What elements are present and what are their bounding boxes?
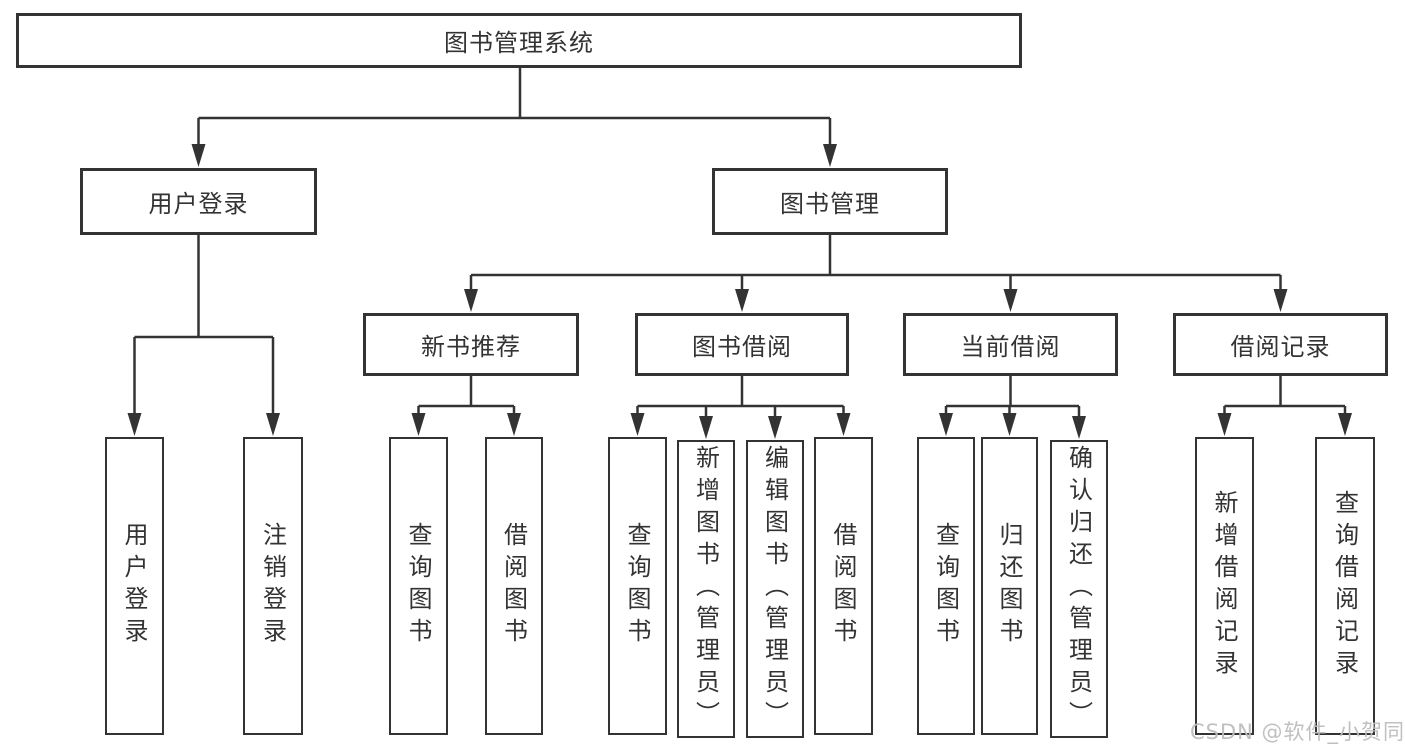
connector-user-login — [127, 235, 280, 436]
leaf-confirm-return-admin: 确认归还（管理员） — [1050, 440, 1108, 738]
node-borrowing-records: 借阅记录 — [1173, 313, 1388, 376]
leaf-return-books: 归还图书 — [981, 437, 1038, 735]
leaf-borrow-books-recommend: 借阅图书 — [485, 437, 543, 735]
node-user-login: 用户登录 — [80, 168, 317, 235]
watermark: CSDN @软件_小贺同学 — [1190, 720, 1405, 744]
connector-book-management — [464, 235, 1288, 312]
node-book-borrowing: 图书借阅 — [635, 313, 849, 376]
leaf-query-borrow-record: 查询借阅记录 — [1315, 437, 1375, 735]
leaf-query-books-current: 查询图书 — [917, 437, 975, 735]
leaf-borrow-books-borrowing: 借阅图书 — [814, 437, 873, 735]
leaf-query-books-borrowing: 查询图书 — [608, 437, 667, 735]
node-library-management-system: 图书管理系统 — [16, 13, 1022, 68]
leaf-edit-books-admin: 编辑图书（管理员） — [746, 440, 804, 738]
connector-current-borrowing — [939, 376, 1086, 439]
node-current-borrowing: 当前借阅 — [903, 313, 1118, 376]
node-new-book-recommendation: 新书推荐 — [363, 313, 579, 376]
leaf-user-login: 用户登录 — [105, 437, 164, 735]
connector-borrowing-records — [1217, 376, 1352, 436]
leaf-logout-login: 注销登录 — [243, 437, 303, 735]
leaf-add-books-admin: 新增图书（管理员） — [677, 440, 735, 738]
connector-new-book-recommendation — [411, 376, 521, 436]
connector-root — [191, 68, 837, 167]
node-book-management: 图书管理 — [712, 168, 948, 235]
leaf-add-borrow-record: 新增借阅记录 — [1195, 437, 1254, 735]
connector-book-borrowing — [630, 376, 851, 439]
leaf-query-books-recommend: 查询图书 — [389, 437, 448, 735]
